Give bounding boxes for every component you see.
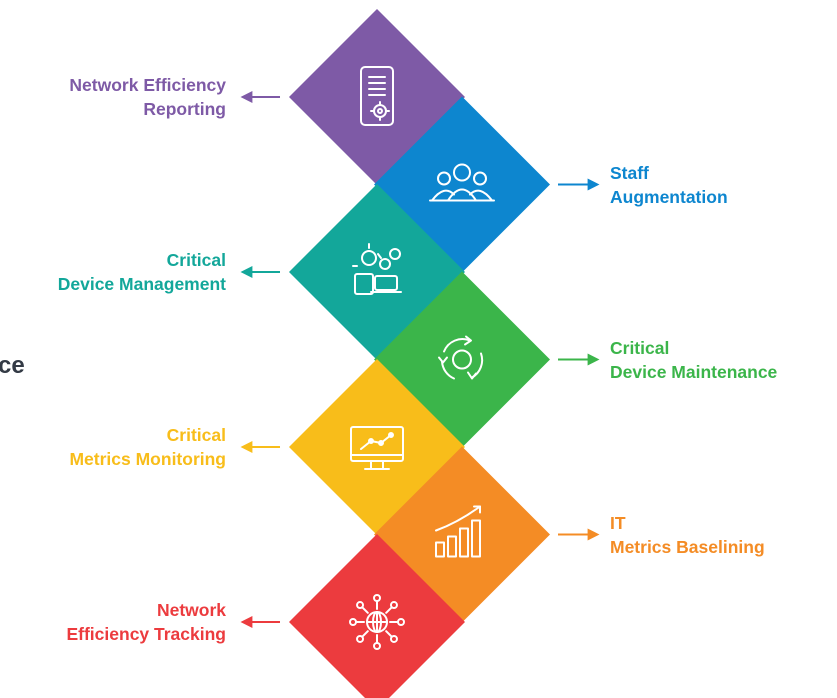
label-step-1-line-1: Network Efficiency <box>69 75 226 95</box>
document-gear-icon <box>360 66 394 126</box>
monitor-chart-icon <box>350 426 404 470</box>
label-step-7-line-2: Efficiency Tracking <box>66 624 226 644</box>
label-step-3-line-1: Critical <box>166 250 226 270</box>
label-step-4-line-1: Critical <box>610 337 670 358</box>
label-step-7-line-1: Network <box>156 600 226 620</box>
label-step-2-line-1: Staff <box>610 162 649 183</box>
device-gears-icon <box>352 243 402 295</box>
label-step-1-line-2: Reporting <box>143 99 226 119</box>
label-step-2-line-2: Augmentation <box>610 186 728 207</box>
bar-growth-icon <box>435 505 481 558</box>
label-step-6-line-2: Metrics Baselining <box>610 536 765 557</box>
partial-title-text: ce <box>0 352 25 379</box>
label-step-5-line-2: Metrics Monitoring <box>69 449 226 469</box>
label-step-5-line-1: Critical <box>166 425 226 445</box>
label-step-4-line-2: Device Maintenance <box>610 361 778 382</box>
refresh-cycle-icon <box>438 335 484 380</box>
network-globe-icon <box>349 594 405 650</box>
label-step-3-line-2: Device Management <box>57 274 226 294</box>
staff-team-icon <box>429 163 495 202</box>
label-step-6-line-1: IT <box>610 512 626 533</box>
label-step-6: IT Metrics Baselining <box>610 511 765 559</box>
